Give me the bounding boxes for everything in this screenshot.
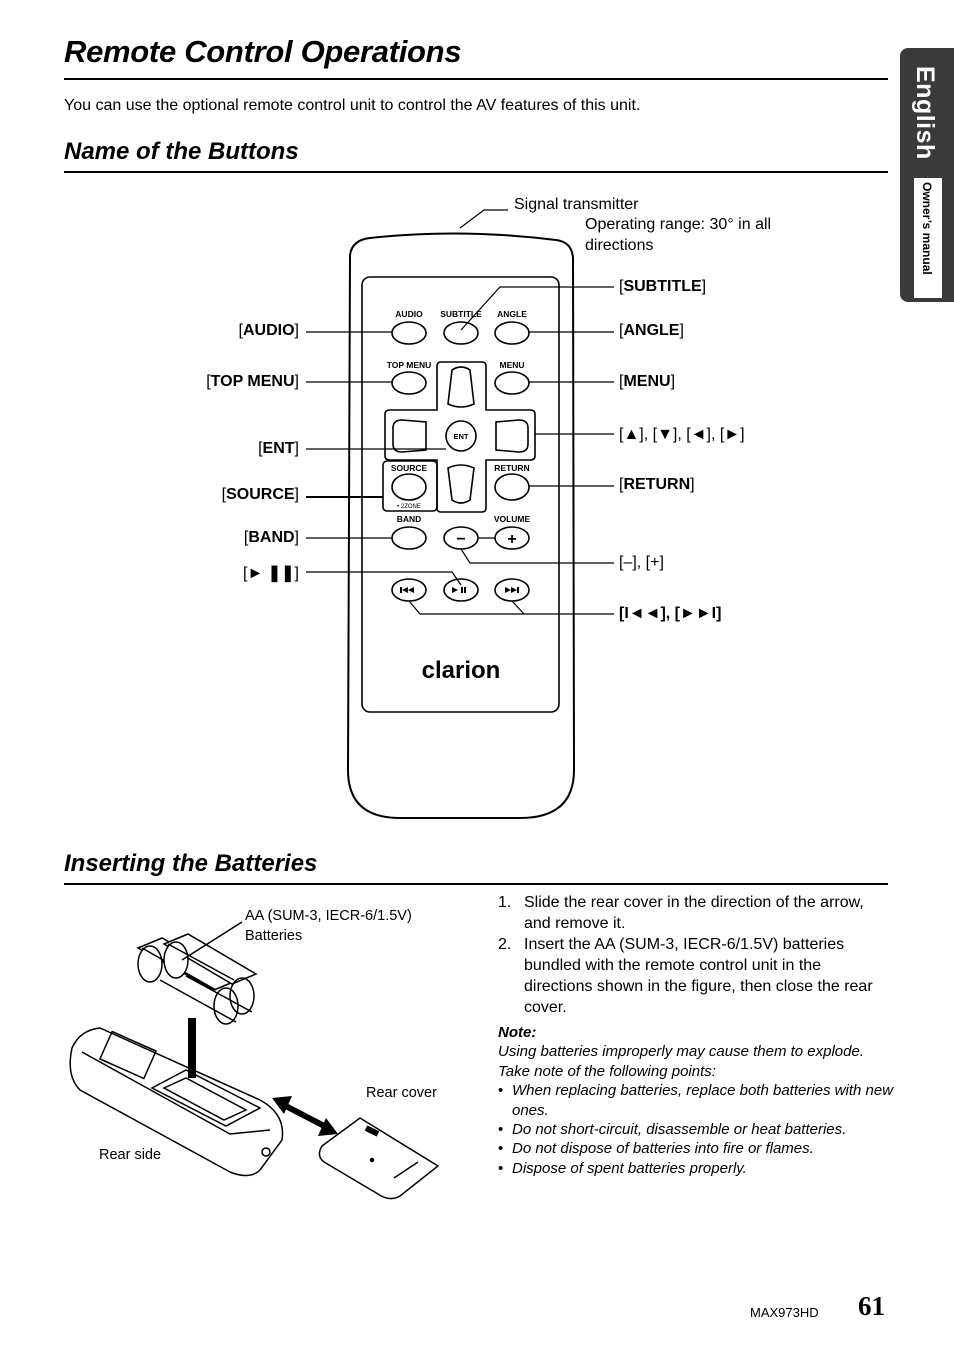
remote-brand-logo: clarion	[422, 657, 501, 684]
note-text: Using batteries improperly may cause the…	[498, 1043, 865, 1080]
signal-transmitter-label: Signal transmitter	[514, 196, 639, 213]
label-source: [SOURCE]	[221, 486, 299, 503]
intro-text: You can use the optional remote control …	[64, 97, 641, 114]
remote-print-angle: ANGLE	[497, 309, 527, 319]
step-number: 2.	[498, 936, 512, 953]
label-ent: [ENT]	[258, 440, 299, 457]
remote-print-band: BAND	[397, 514, 422, 524]
operating-range-line1: Operating range: 30° in all	[585, 216, 772, 233]
label-skip: [I◄◄], [►►I]	[619, 605, 722, 622]
label-return: [RETURN]	[619, 476, 695, 493]
note-bullet: Do not short-circuit, disassemble or hea…	[498, 1120, 898, 1140]
section-heading-batteries: Inserting the Batteries	[64, 850, 318, 877]
label-audio: [AUDIO]	[238, 322, 299, 339]
step-2: 2. Insert the AA (SUM-3, IECR-6/1.5V) ba…	[498, 934, 890, 1018]
note-bullet: When replacing batteries, replace both b…	[498, 1081, 898, 1120]
remote-print-return: RETURN	[494, 463, 529, 473]
battery-diagram	[69, 921, 440, 1200]
rear-side-label: Rear side	[99, 1147, 162, 1163]
manual-label-box: Owner’s manual	[914, 178, 942, 298]
battery-note: Note: Using batteries improperly may cau…	[498, 1023, 898, 1179]
title-rule	[64, 78, 888, 80]
page-title: Remote Control Operations	[64, 34, 462, 69]
label-arrows: [▲], [▼], [◄], [►]	[619, 426, 745, 443]
remote-print-plus: +	[507, 531, 516, 548]
remote-print-top-menu: TOP MENU	[387, 360, 432, 370]
page-number: 61	[858, 1291, 885, 1321]
remote-print-minus: −	[456, 531, 465, 548]
language-tab: English Owner’s manual	[900, 48, 954, 302]
label-subtitle: [SUBTITLE]	[619, 278, 707, 295]
remote-print-source: SOURCE	[391, 463, 428, 473]
model-number: MAX973HD	[750, 1305, 819, 1320]
remote-diagram: AUDIO SUBTITLE ANGLE TOP MENU MENU ENT S…	[306, 209, 614, 819]
language-label: English	[911, 66, 939, 160]
remote-print-zone: • 2ZONE	[397, 504, 421, 510]
label-band: [BAND]	[243, 529, 299, 546]
operating-range-line2: directions	[585, 237, 654, 254]
section-rule-batteries	[64, 883, 888, 885]
note-heading: Note:	[498, 1024, 537, 1041]
step-text: Insert the AA (SUM-3, IECR-6/1.5V) batte…	[524, 936, 873, 1016]
label-menu: [MENU]	[619, 373, 676, 390]
remote-print-ent: ENT	[454, 432, 469, 441]
note-bullet: Do not dispose of batteries into fire or…	[498, 1139, 898, 1159]
section-heading-buttons: Name of the Buttons	[64, 138, 299, 165]
battery-type-label: AA (SUM-3, IECR-6/1.5V)	[245, 908, 412, 924]
section-rule-buttons	[64, 171, 888, 173]
label-top-menu: [TOP MENU]	[206, 373, 299, 390]
step-1: 1. Slide the rear cover in the direction…	[498, 892, 890, 934]
step-text: Slide the rear cover in the direction of…	[524, 894, 864, 932]
note-bullet: Dispose of spent batteries properly.	[498, 1159, 898, 1179]
label-angle: [ANGLE]	[619, 322, 684, 339]
step-number: 1.	[498, 894, 512, 911]
label-volume: [–], [+]	[619, 554, 664, 571]
remote-print-volume: VOLUME	[494, 514, 531, 524]
remote-print-menu: MENU	[499, 360, 524, 370]
remote-print-audio: AUDIO	[395, 309, 423, 319]
manual-label: Owner’s manual	[920, 182, 934, 275]
battery-steps: 1. Slide the rear cover in the direction…	[498, 892, 890, 1018]
label-play-pause: [► ❚❚]	[243, 565, 299, 582]
battery-label: Batteries	[245, 928, 303, 944]
rear-cover-label: Rear cover	[366, 1085, 437, 1101]
remote-print-subtitle: SUBTITLE	[440, 309, 482, 319]
